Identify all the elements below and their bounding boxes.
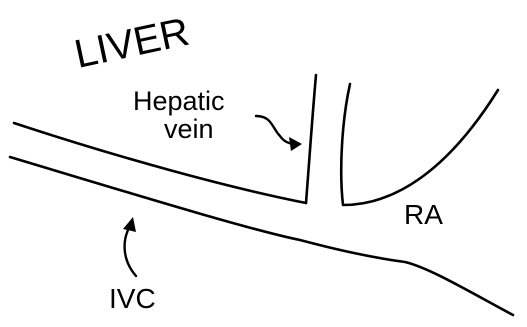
liver-label: LIVER [71, 10, 193, 77]
hepatic-vein-right-wall [341, 84, 498, 205]
ivc-arrow-shaft [125, 226, 136, 276]
hepatic-vein-arrowhead [289, 137, 302, 151]
ivc-label: IVC [109, 283, 156, 314]
hepatic-vein-label-line1: Hepatic [133, 86, 225, 116]
ivc-arrowhead [123, 217, 136, 232]
hepatic-vein-label-line2: vein [164, 114, 214, 144]
ivc-lower-wall [10, 157, 513, 315]
hepatic-vein-left-wall [306, 75, 316, 203]
right-atrium-label: RA [404, 199, 443, 230]
ivc-upper-wall [14, 123, 306, 203]
